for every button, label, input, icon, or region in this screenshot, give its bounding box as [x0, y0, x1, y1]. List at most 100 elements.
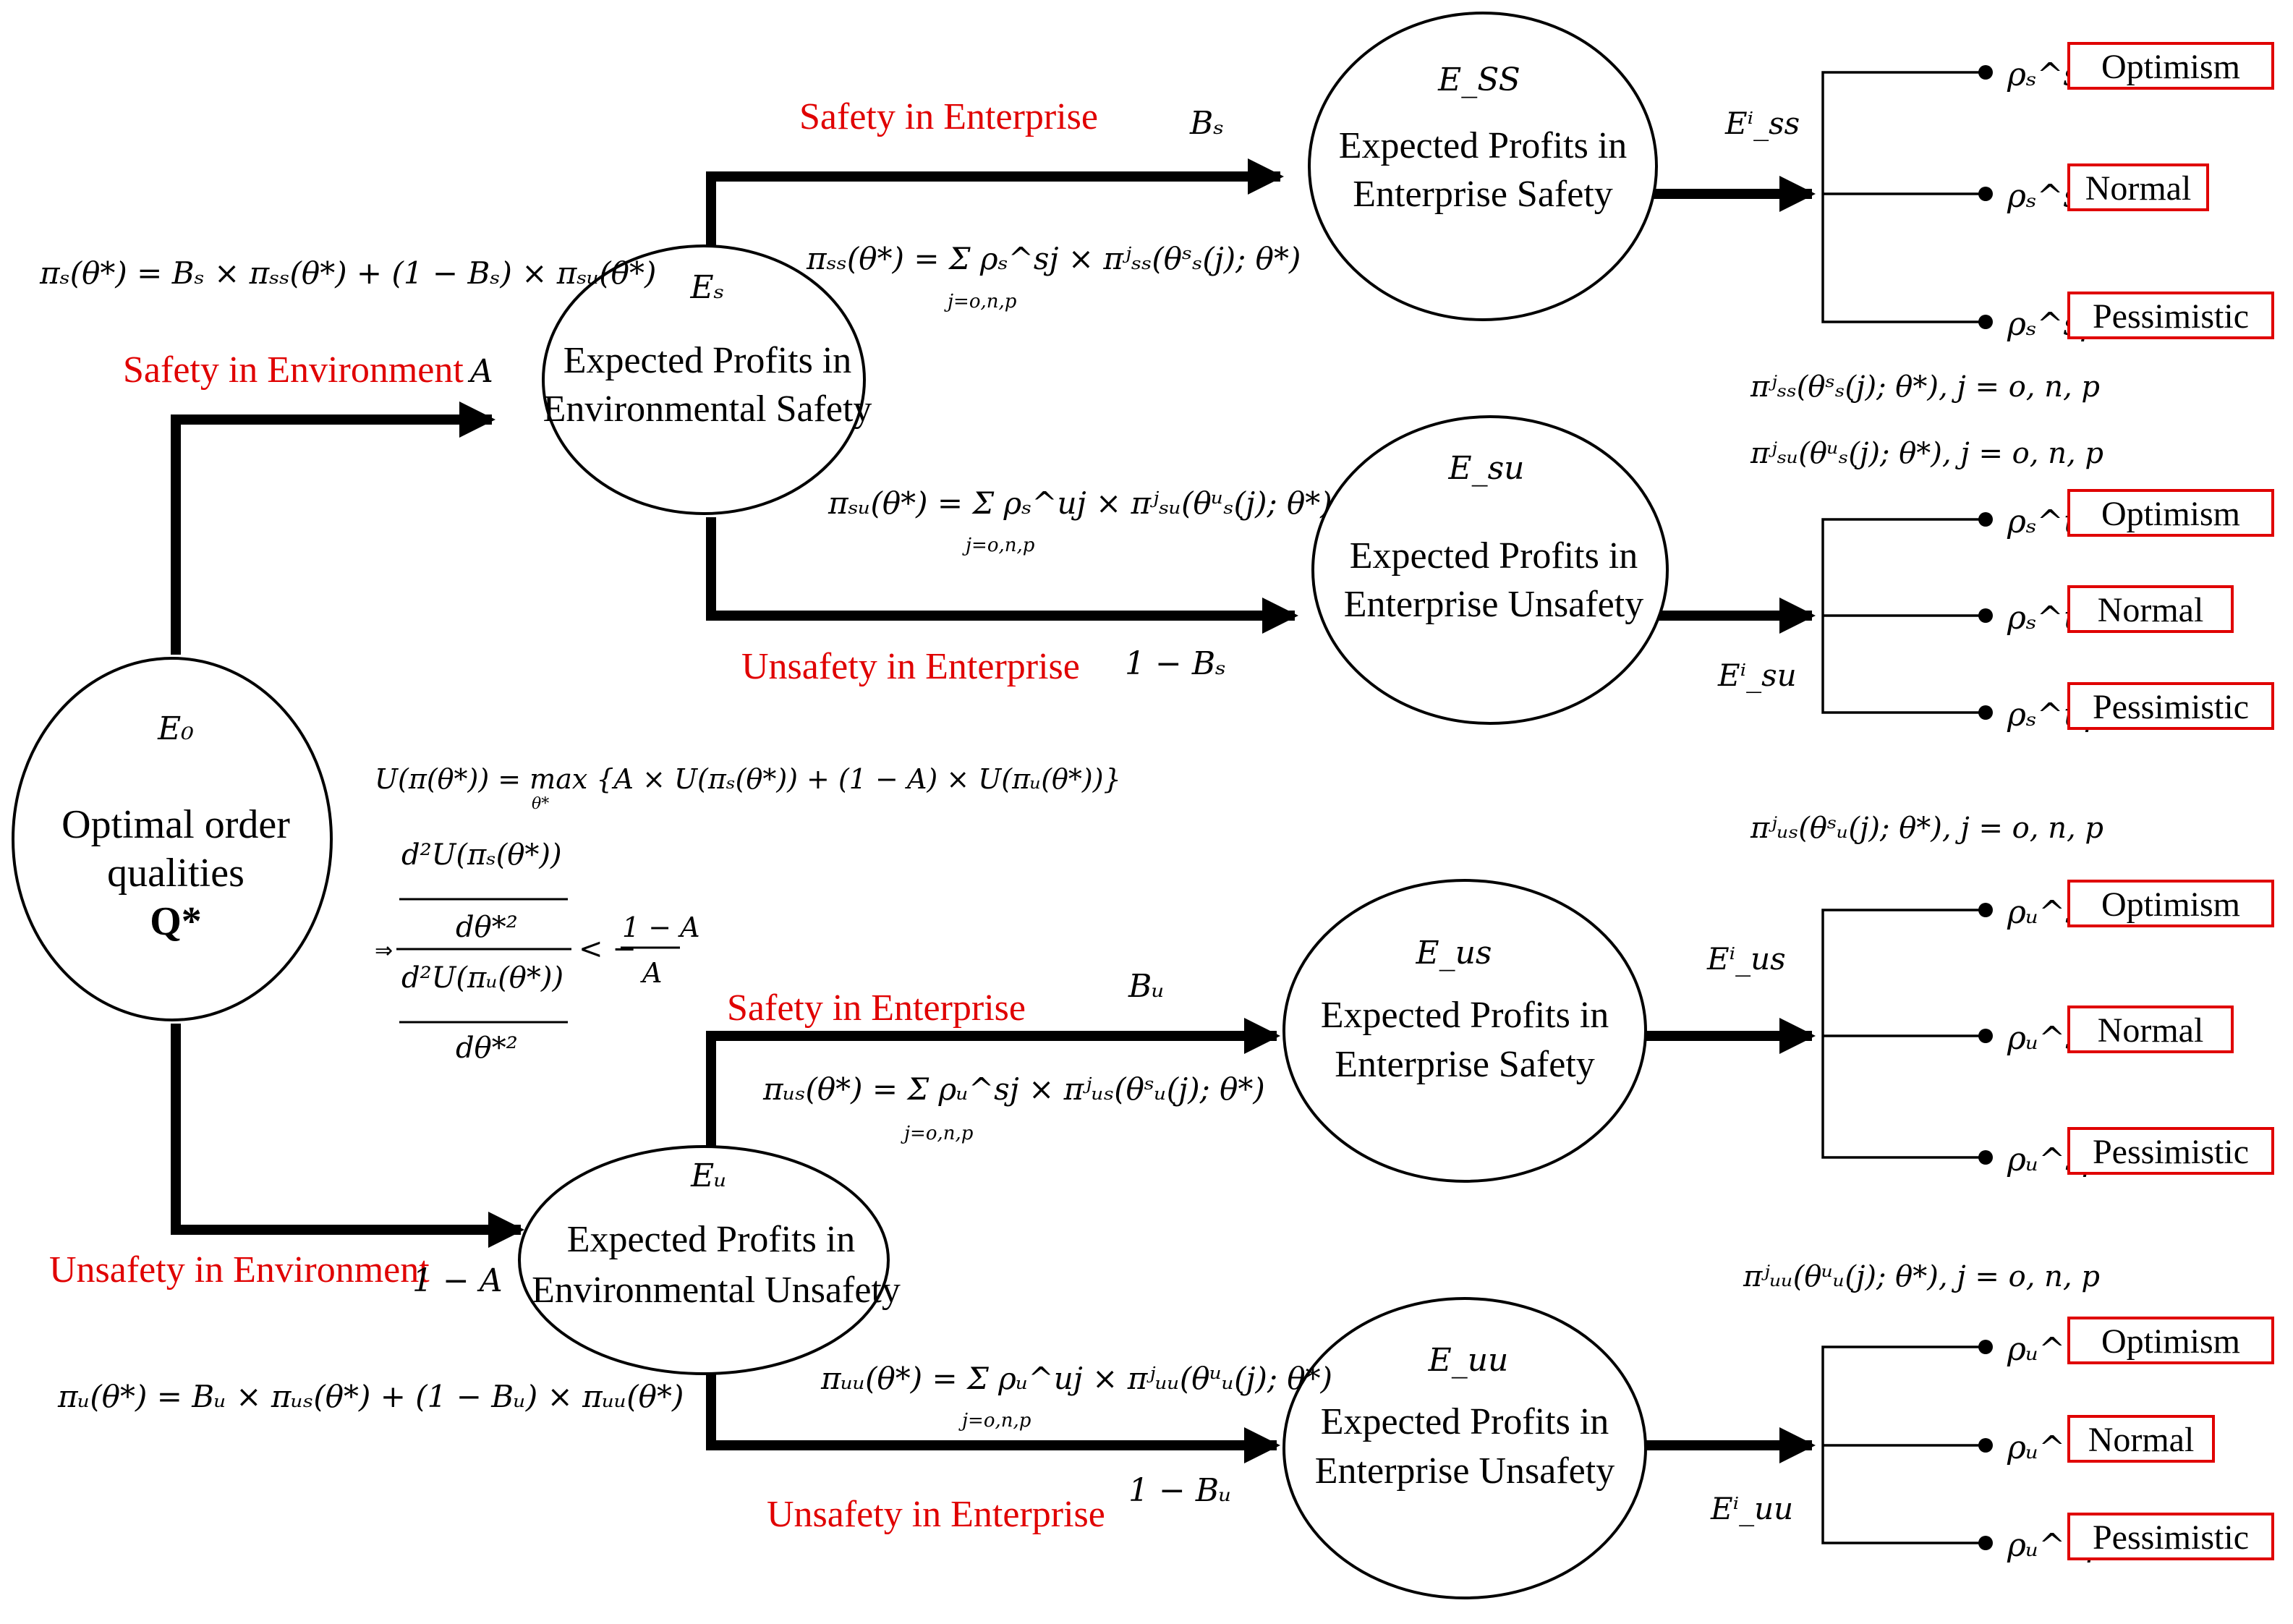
fork-eus — [1821, 909, 1986, 1159]
ess-text: E_SS Expected Profits in Enterprise Safe… — [1339, 61, 1628, 215]
option-box-pessimistic: Pessimistic — [2067, 682, 2274, 730]
root-text: E₀ Optimal order qualities Q* — [61, 710, 290, 944]
option-label: Normal — [2098, 1011, 2204, 1050]
eus-text: E_us Expected Profits in Enterprise Safe… — [1321, 935, 1609, 1085]
eus-label-line2: Enterprise Safety — [1335, 1044, 1595, 1085]
env-safe-label-line1: Expected Profits in — [563, 340, 852, 381]
formula-pi-us-index: j=o,n,p — [901, 1123, 974, 1144]
nodes — [12, 12, 1669, 1599]
option-box-optimism: Optimism — [2067, 42, 2274, 90]
esu-symbol: E_su — [1447, 450, 1524, 487]
root-label-line3: Q* — [150, 899, 202, 944]
formula-pi-uu-index: j=o,n,p — [958, 1410, 1031, 1432]
edge-env-unsafe-to-euu — [706, 1367, 1280, 1463]
option-box-optimism: Optimism — [2067, 880, 2274, 927]
formula-cond-ss: πʲₛₛ(θˢₛ(j); θ*), j = o, n, p — [1750, 370, 2100, 404]
option-box-border — [2067, 682, 2274, 730]
option-box-normal: Normal — [2067, 1006, 2234, 1053]
outcome-dot — [1978, 903, 1993, 917]
option-box-border — [2067, 1415, 2215, 1463]
env-unsafe-symbol: Eᵤ — [690, 1157, 727, 1194]
outcome-forks — [1821, 71, 1986, 1544]
fork-esu — [1821, 518, 1986, 714]
formula-utility: U(π(θ*)) = max {A × U(πₛ(θ*)) + (1 − A) … — [375, 763, 1121, 795]
esu-text: E_su Expected Profits in Enterprise Unsa… — [1344, 450, 1643, 625]
env-safe-node — [542, 245, 866, 515]
outcome-dot — [1978, 705, 1993, 720]
label-safety-in-enterprise-bottom: Safety in Enterprise — [727, 987, 1026, 1029]
option-box-border — [2067, 585, 2234, 633]
out-label-eus: Eⁱ_us — [1706, 941, 1786, 977]
option-label: Pessimistic — [2093, 297, 2249, 336]
probability-labels: A 1 − A Bₛ 1 − Bₛ Bᵤ 1 − Bᵤ — [412, 105, 1232, 1509]
env-safe-text: Eₛ Expected Profits in Environmental Saf… — [543, 269, 872, 430]
formula-pi-uu: πᵤᵤ(θ*) = Σ ρᵤ^uj × πʲᵤᵤ(θᵘᵤ(j); θ*) — [820, 1361, 1332, 1396]
option-box-pessimistic: Pessimistic — [2067, 1127, 2274, 1175]
fork-ess — [1821, 71, 1986, 323]
option-box-border — [2067, 292, 2274, 339]
outcome-dot — [1978, 65, 1993, 80]
out-label-euu: Eⁱ_uu — [1710, 1491, 1793, 1526]
euu-text: E_uu Expected Profits in Enterprise Unsa… — [1315, 1342, 1615, 1492]
eus-node — [1282, 879, 1647, 1183]
outcome-dot — [1978, 1150, 1993, 1165]
formula-pi-su: πₛᵤ(θ*) = Σ ρₛ^uj × πʲₛᵤ(θᵘₛ(j); θ*) — [828, 485, 1332, 521]
euu-symbol: E_uu — [1428, 1342, 1509, 1379]
option-label: Normal — [2085, 169, 2192, 208]
edge-env-safe-to-ess — [706, 158, 1284, 246]
outcome-dot — [1978, 1029, 1993, 1043]
label-unsafety-in-enterprise-bottom: Unsafety in Enterprise — [767, 1494, 1105, 1535]
edge-env-unsafe-to-eus — [706, 1018, 1280, 1157]
env-unsafe-text: Eᵤ Expected Profits in Environmental Uns… — [532, 1157, 901, 1311]
env-unsafe-label-line1: Expected Profits in — [567, 1219, 856, 1260]
edge-root-to-env-safe — [171, 401, 495, 655]
out-label-esu: Eⁱ_su — [1717, 658, 1797, 693]
env-safe-label-line2: Environmental Safety — [543, 388, 872, 430]
root-symbol: E₀ — [157, 710, 194, 747]
option-label: Pessimistic — [2093, 1133, 2249, 1171]
option-box-normal: Normal — [2067, 585, 2234, 633]
outcome-dot — [1978, 315, 1993, 329]
formula-cond-us: πʲᵤₛ(θˢᵤ(j); θ*), j = o, n, p — [1750, 812, 2103, 845]
option-label: Optimism — [2101, 48, 2240, 86]
esu-label-line2: Enterprise Unsafety — [1344, 584, 1643, 625]
prob-Bu: Bᵤ — [1128, 968, 1165, 1005]
option-box-border — [2067, 1006, 2234, 1053]
option-box-border — [2067, 1127, 2274, 1175]
option-label: Optimism — [2101, 1322, 2240, 1361]
connectors — [171, 158, 1816, 1463]
out-label-ess: Eⁱ_ss — [1724, 106, 1800, 141]
option-label: Pessimistic — [2093, 688, 2249, 726]
outcome-dot — [1978, 512, 1993, 527]
env-safe-symbol: Eₛ — [690, 269, 725, 306]
prob-Bs: Bₛ — [1189, 105, 1224, 142]
formula-pi-su-index: j=o,n,p — [962, 535, 1035, 556]
ess-label-line2: Enterprise Safety — [1353, 174, 1613, 215]
esu-label-line1: Expected Profits in — [1350, 535, 1638, 577]
frac-rhs-den: A — [640, 957, 662, 989]
prob-one-minus-Bu: 1 − Bᵤ — [1128, 1472, 1232, 1509]
edge-root-to-env-unsafe — [171, 1024, 524, 1248]
option-box-border — [2067, 42, 2274, 90]
option-box-optimism: Optimism — [2067, 489, 2274, 537]
fork-euu — [1821, 1345, 1986, 1544]
outcome-dot — [1978, 1340, 1993, 1354]
option-box-border — [2067, 1317, 2274, 1364]
outcome-dot — [1978, 1438, 1993, 1453]
root-label-line1: Optimal order — [61, 802, 290, 847]
euu-node — [1282, 1297, 1647, 1599]
eus-symbol: E_us — [1415, 935, 1492, 972]
frac-num-num: d²U(πₛ(θ*)) — [401, 838, 562, 872]
option-label: Normal — [2088, 1421, 2195, 1459]
frac-lt: < − — [579, 932, 637, 966]
outcome-dot — [1978, 187, 1993, 201]
formula-pi-s: πₛ(θ*) = Bₛ × πₛₛ(θ*) + (1 − Bₛ) × πₛᵤ(θ… — [39, 255, 656, 291]
ess-label-line1: Expected Profits in — [1339, 125, 1628, 166]
ess-symbol: E_SS — [1437, 61, 1520, 98]
formula-pi-ss-index: j=o,n,p — [944, 291, 1017, 313]
frac-rhs-num: 1 − A — [622, 911, 700, 943]
output-labels: Eⁱ_ss Eⁱ_su Eⁱ_us Eⁱ_uu — [1706, 106, 1800, 1526]
formula-pi-ss: πₛₛ(θ*) = Σ ρₛ^sj × πʲₛₛ(θˢₛ(j); θ*) — [806, 241, 1301, 276]
formula-utility-sub: θ* — [532, 795, 549, 813]
